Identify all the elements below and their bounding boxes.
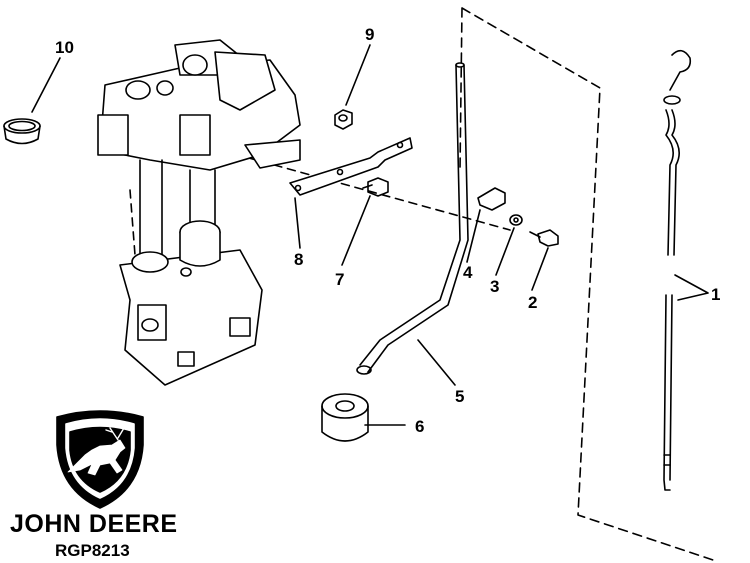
dipstick-tube	[359, 64, 469, 373]
washer	[509, 214, 523, 226]
leader-line	[466, 209, 481, 263]
callout-3: 3	[490, 277, 499, 296]
callout-1: 1	[711, 285, 720, 304]
sleeve	[321, 393, 369, 442]
leader-line	[531, 247, 549, 291]
alignment-line	[129, 189, 136, 256]
leader-line	[417, 339, 456, 386]
oil-pump-assembly	[97, 39, 301, 386]
leader-line	[495, 227, 515, 276]
leader-line	[31, 57, 61, 113]
callout-5: 5	[455, 387, 464, 406]
callout-7: 7	[335, 270, 344, 289]
john-deere-logo	[56, 410, 144, 509]
clamp	[477, 187, 506, 211]
nut	[334, 109, 353, 130]
leader-line	[674, 274, 709, 301]
drawing-code: RGP8213	[55, 541, 130, 560]
callout-10: 10	[55, 38, 74, 57]
callout-6: 6	[415, 417, 424, 436]
seal-ring	[3, 118, 41, 145]
callout-8: 8	[294, 250, 303, 269]
leader-line	[341, 195, 371, 266]
callout-4: 4	[463, 263, 473, 282]
screw	[362, 177, 389, 197]
callout-9: 9	[365, 25, 374, 44]
assembly-boundary	[459, 7, 714, 561]
leader-line	[294, 197, 301, 249]
dipstick	[663, 49, 692, 491]
callout-2: 2	[528, 293, 537, 312]
leader-line	[345, 44, 371, 106]
brand-name: JOHN DEERE	[10, 510, 178, 538]
bracket	[289, 137, 413, 196]
bolt	[529, 229, 559, 247]
